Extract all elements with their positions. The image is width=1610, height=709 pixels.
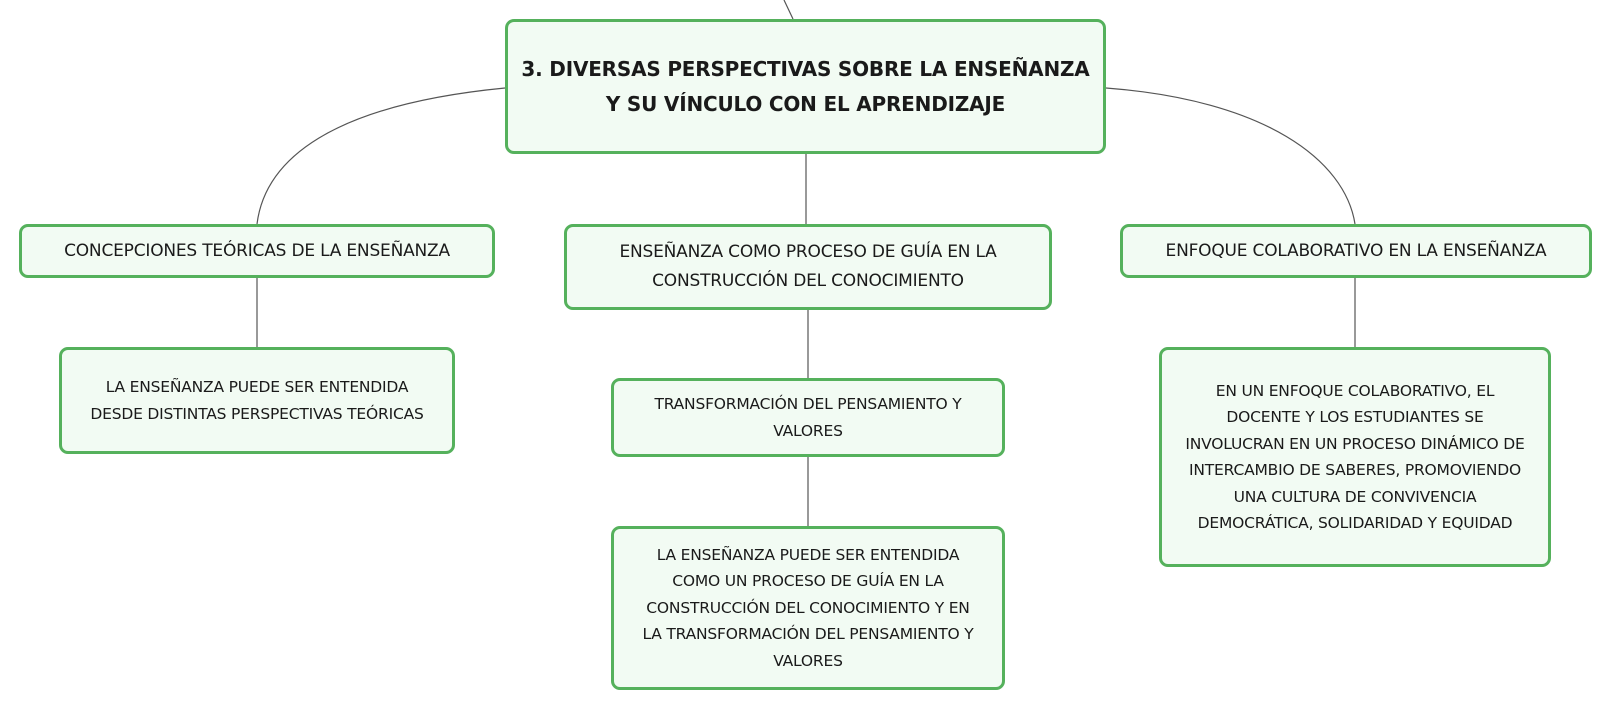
connector-main-to-left-branch <box>256 87 506 225</box>
branch-center-line-1: ENSEÑANZA COMO PROCESO DE GUÍA EN LA <box>619 242 997 262</box>
central-topic-text: 3. DIVERSAS PERSPECTIVAS SOBRE LA ENSEÑA… <box>521 52 1089 122</box>
connector-main-to-right-branch <box>1105 87 1356 225</box>
branch-left-text: CONCEPCIONES TEÓRICAS DE LA ENSEÑANZA <box>64 237 450 266</box>
right-child-line-6: DEMOCRÁTICA, SOLIDARIDAD Y EQUIDAD <box>1197 514 1513 532</box>
right-child-line-3: INVOLUCRAN EN UN PROCESO DINÁMICO DE <box>1185 434 1525 453</box>
center-grandchild-line-1: LA ENSEÑANZA PUEDE SER ENTENDIDA <box>656 545 960 564</box>
center-grandchild-line-2: COMO UN PROCESO DE GUÍA EN LA <box>672 572 944 591</box>
left-child-text: LA ENSEÑANZA PUEDE SER ENTENDIDA DESDE D… <box>90 374 423 427</box>
left-child-line-1: LA ENSEÑANZA PUEDE SER ENTENDIDA <box>105 378 409 396</box>
left-child-line-2: DESDE DISTINTAS PERSPECTIVAS TEÓRICAS <box>90 404 424 423</box>
right-child-line-2: DOCENTE Y LOS ESTUDIANTES SE <box>1226 408 1484 426</box>
right-child-text: EN UN ENFOQUE COLABORATIVO, EL DOCENTE Y… <box>1185 378 1524 537</box>
subtopic-node-proceso-guia-detalle[interactable]: LA ENSEÑANZA PUEDE SER ENTENDIDA COMO UN… <box>611 526 1005 690</box>
central-topic-node[interactable]: 3. DIVERSAS PERSPECTIVAS SOBRE LA ENSEÑA… <box>505 19 1106 154</box>
center-grandchild-line-5: VALORES <box>773 651 843 670</box>
subtopic-node-enfoque-colaborativo-detalle[interactable]: EN UN ENFOQUE COLABORATIVO, EL DOCENTE Y… <box>1159 347 1551 567</box>
subtopic-node-transformacion-pensamiento[interactable]: TRANSFORMACIÓN DEL PENSAMIENTO Y VALORES <box>611 378 1005 457</box>
right-child-line-4: INTERCAMBIO DE SABERES, PROMOVIENDO <box>1189 461 1521 479</box>
subtopic-node-perspectivas-teoricas[interactable]: LA ENSEÑANZA PUEDE SER ENTENDIDA DESDE D… <box>59 347 455 454</box>
center-grandchild-line-4: LA TRANSFORMACIÓN DEL PENSAMIENTO Y <box>642 625 974 644</box>
central-topic-line-2: Y SU VÍNCULO CON EL APRENDIZAJE <box>605 91 1006 116</box>
center-child-line-1: TRANSFORMACIÓN DEL PENSAMIENTO Y <box>654 395 962 413</box>
center-child-line-2: VALORES <box>773 421 843 440</box>
branch-node-enfoque-colaborativo[interactable]: ENFOQUE COLABORATIVO EN LA ENSEÑANZA <box>1120 224 1592 278</box>
branch-right-text: ENFOQUE COLABORATIVO EN LA ENSEÑANZA <box>1166 237 1547 266</box>
right-child-line-1: EN UN ENFOQUE COLABORATIVO, EL <box>1215 381 1495 400</box>
center-grandchild-line-3: CONSTRUCCIÓN DEL CONOCIMIENTO Y EN <box>646 598 970 617</box>
branch-center-text: ENSEÑANZA COMO PROCESO DE GUÍA EN LA CON… <box>619 238 996 296</box>
central-topic-line-1: 3. DIVERSAS PERSPECTIVAS SOBRE LA ENSEÑA… <box>521 56 1090 81</box>
branch-node-proceso-de-guia[interactable]: ENSEÑANZA COMO PROCESO DE GUÍA EN LA CON… <box>564 224 1052 310</box>
connector-to-parent-offscreen <box>783 0 794 20</box>
branch-center-line-2: CONSTRUCCIÓN DEL CONOCIMIENTO <box>652 271 964 291</box>
branch-node-concepciones-teoricas[interactable]: CONCEPCIONES TEÓRICAS DE LA ENSEÑANZA <box>19 224 495 278</box>
center-grandchild-text: LA ENSEÑANZA PUEDE SER ENTENDIDA COMO UN… <box>642 542 973 675</box>
branch-left-line-1: CONCEPCIONES TEÓRICAS DE LA ENSEÑANZA <box>64 240 450 261</box>
center-child-text: TRANSFORMACIÓN DEL PENSAMIENTO Y VALORES <box>654 391 961 444</box>
right-child-line-5: UNA CULTURA DE CONVIVENCIA <box>1233 487 1477 506</box>
branch-right-line-1: ENFOQUE COLABORATIVO EN LA ENSEÑANZA <box>1165 240 1547 261</box>
